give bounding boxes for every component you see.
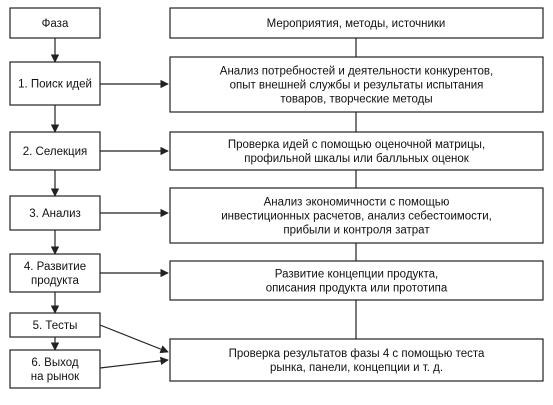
phase-5-text-line: 5. Тесты [33,320,78,332]
phase-1-box: 1. Поиск идей [9,61,101,106]
measure-2-text-line: Проверка идей с помощью оценочной матриц… [228,139,485,151]
measure-5-text-line: рынка, панели, концепции и т. д. [270,362,443,374]
phase-6-box: 6. Выход на рынок [9,349,101,389]
header-phase-label: Фаза [42,18,69,30]
phase-5-box: 5. Тесты [9,312,101,338]
arrow-phase-6-to-measure-5 [99,356,169,369]
measure-3-box: Анализ экономичности с помощью инвестицио… [169,187,544,244]
phase-4-box: 4. Развитие продукта [9,253,101,293]
measure-1-text-line: опыт внешней службы и результаты испытан… [230,80,484,92]
phase-3-box: 3. Анализ [9,195,101,231]
measure-3-text-line: инвестиционных расчетов, анализ себестои… [221,211,492,223]
arrow-phase-5-to-measure-5 [99,324,169,354]
measure-2-box: Проверка идей с помощью оценочной матриц… [169,131,544,171]
measure-4-text-line: Развитие концепции продукта, [275,269,438,281]
measure-1-text-line: Анализ потребностей и деятельности конку… [220,66,493,78]
measure-5-box: Проверка результатов фазы 4 с помощью те… [169,338,544,382]
measure-5-text-line: Проверка результатов фазы 4 с помощью те… [229,348,485,360]
measure-4-text-line: описания продукта или прототипа [266,283,448,295]
phase-3-text-line: 3. Анализ [29,208,81,220]
phase-1-text-line: 1. Поиск идей [18,79,92,91]
measure-1-text-line: товаров, творческие методы [280,94,432,106]
measure-3-text-line: Анализ экономичности с помощью [264,197,450,209]
phase-4-text-line: продукта [31,275,80,287]
phase-4-text-line: 4. Развитие [24,261,86,273]
phase-2-box: 2. Селекция [9,131,101,171]
header-measures-label: Мероприятия, методы, источники [267,18,446,30]
phase-2-text-line: 2. Селекция [23,146,87,158]
phase-6-text-line: 6. Выход [31,357,78,369]
measure-1-box: Анализ потребностей и деятельности конку… [169,56,544,113]
measure-4-box: Развитие концепции продукта, описания про… [169,260,544,301]
measure-2-text-line: профильной шкалы или балльных оценок [244,153,469,165]
header-phase-box: Фаза [9,7,101,39]
phase-6-text-line: на рынок [31,371,80,383]
measure-3-text-line: прибыли и контроля затрат [283,225,430,237]
header-measures-box: Мероприятия, методы, источники [169,7,544,39]
